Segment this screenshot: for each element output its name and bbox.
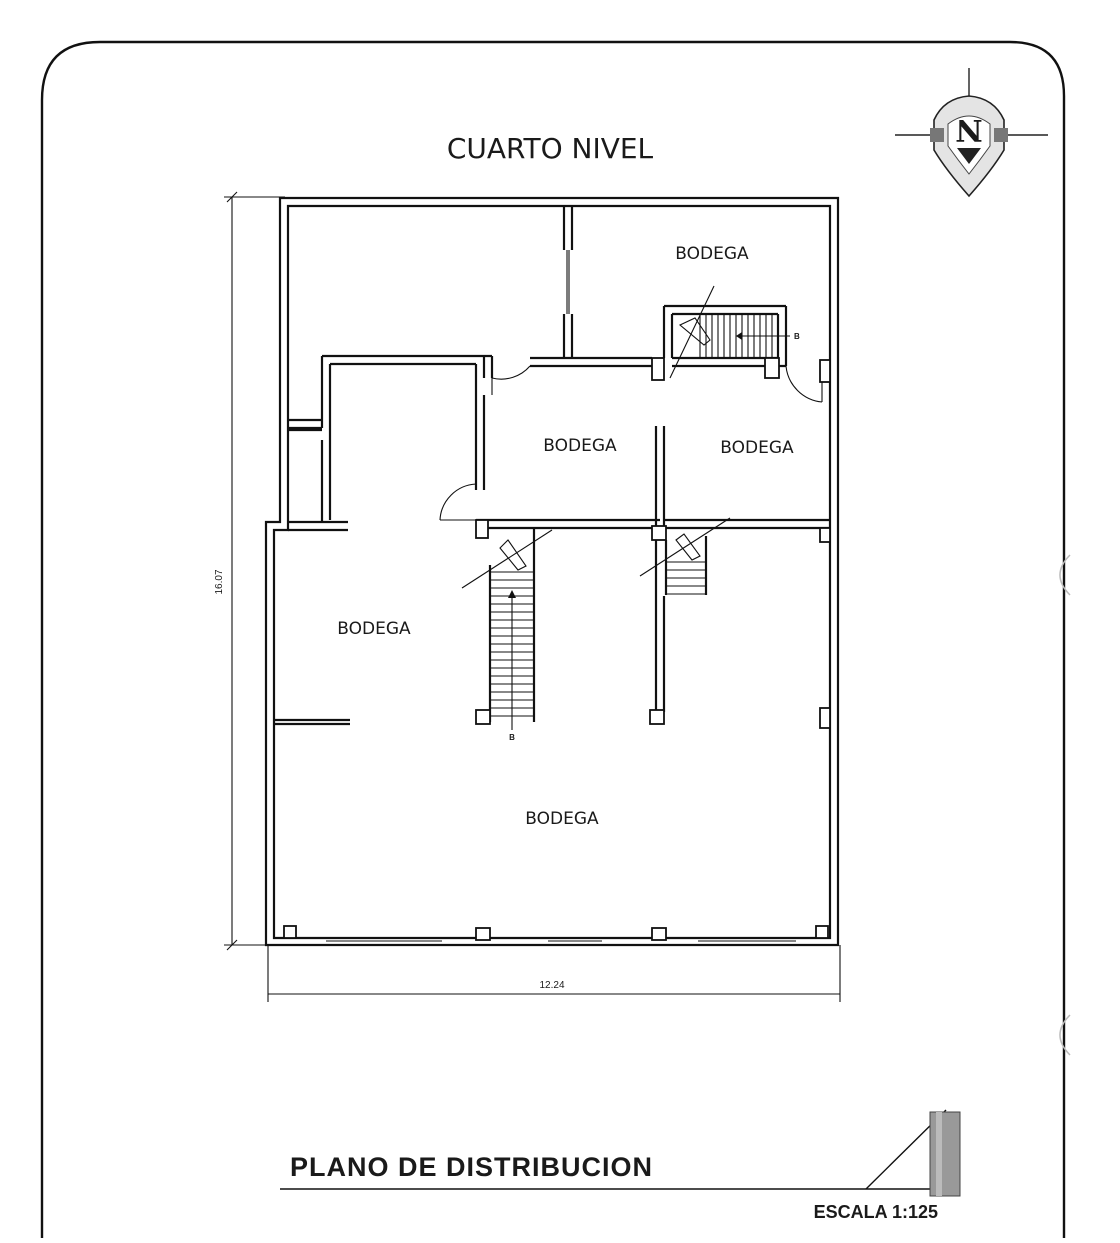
north-compass-icon: N [895, 68, 1048, 198]
main-stair-mark: B [509, 733, 515, 742]
room-label-bodega-top-right: BODEGA [675, 244, 749, 264]
compass-letter: N [955, 112, 982, 147]
height-dimension-label: 16.07 [214, 569, 225, 594]
top-left-room-walls [288, 354, 494, 532]
middle-bodega-walls [475, 426, 831, 543]
title-block: PLANO DE DISTRIBUCION ESCALA 1:125 [280, 1109, 961, 1222]
room-label-bodega-middle-right: BODEGA [720, 438, 794, 458]
bottom-facade [283, 925, 829, 942]
door-swings [439, 365, 823, 521]
outer-walls [264, 196, 840, 947]
room-label-bodega-bottom: BODEGA [525, 809, 599, 829]
width-dimension-label: 12.24 [539, 980, 564, 991]
binder-mark-upper [1059, 554, 1071, 596]
height-dimension: 16.07 [214, 191, 285, 951]
room-label-bodega-left: BODEGA [337, 619, 411, 639]
plan-title: CUARTO NIVEL [447, 132, 654, 165]
footer-title: PLANO DE DISTRIBUCION [290, 1152, 653, 1182]
room-label-bodega-middle: BODEGA [543, 436, 617, 456]
top-right-bodega-walls [651, 304, 831, 383]
top-staircase: B [669, 285, 800, 379]
top-stair-mark: B [794, 332, 800, 341]
scale-label: ESCALA 1:125 [814, 1202, 938, 1222]
sheet-border [40, 40, 1066, 1238]
main-staircase: B [461, 528, 553, 742]
binder-mark-lower [1059, 1014, 1071, 1056]
width-dimension: 12.24 [267, 945, 841, 1002]
lower-partitions [274, 540, 831, 729]
top-divider-walls [530, 206, 652, 368]
